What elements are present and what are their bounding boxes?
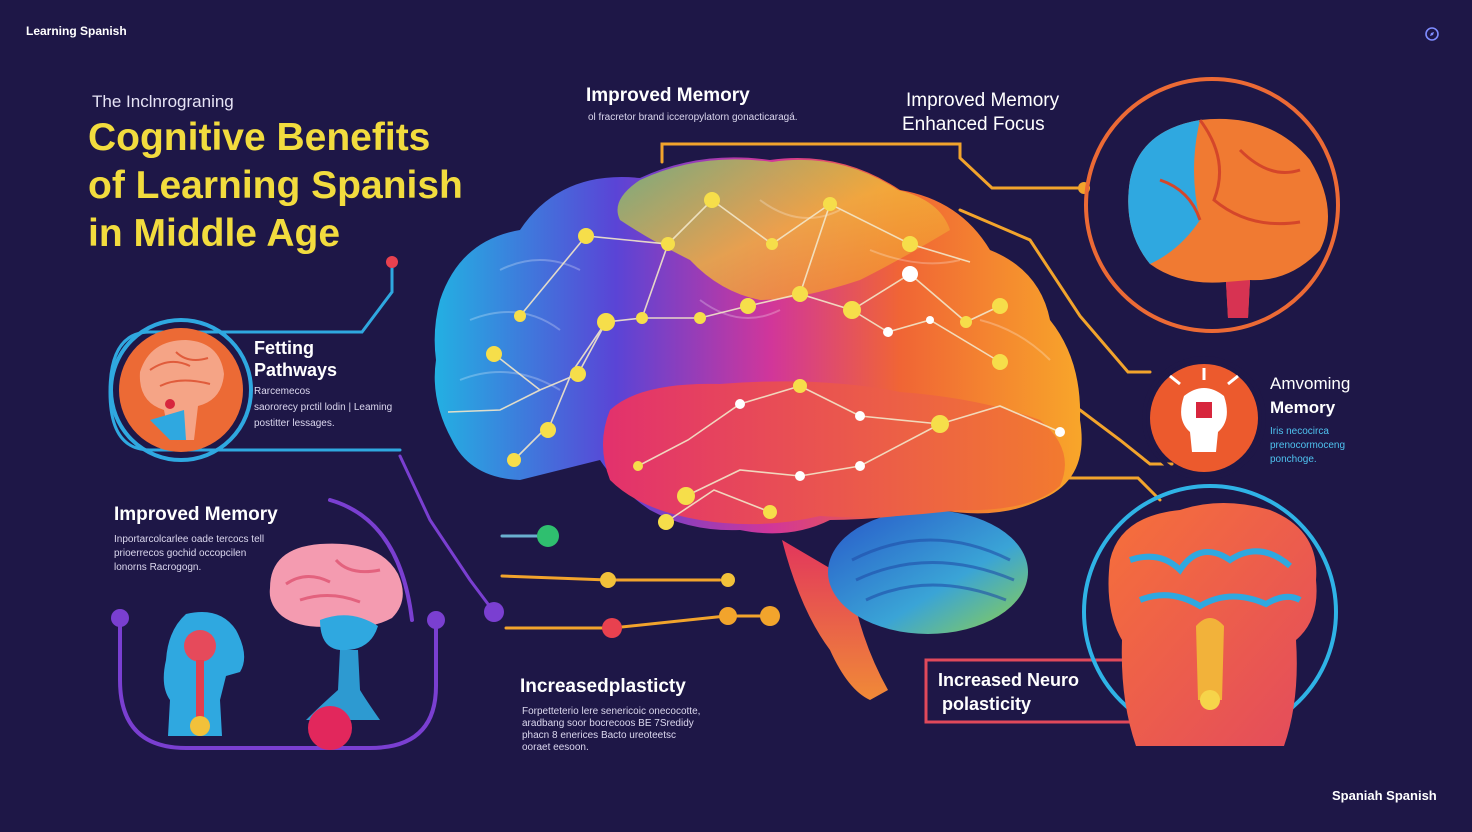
connector-purple-arc [118, 616, 438, 750]
callout-left-mid-text-1: Rarcemecos [254, 386, 311, 397]
head-brain-icon [109, 318, 253, 462]
connector-top-center [660, 142, 1086, 190]
connector-bottom-3 [504, 614, 772, 630]
callout-left-mid-text-3: postitter lessages. [254, 418, 335, 429]
callout-top-center-text: ol fracretor brand icceropylatorn gonact… [588, 112, 798, 123]
callout-left-mid-title-2: Pathways [254, 360, 338, 380]
callout-right-mid-text-2: prenocormoceng [1270, 440, 1346, 451]
callout-right-low-title-2: polasticity [942, 694, 1032, 714]
callout-top-right-title-2: Enhanced Focus [902, 114, 1045, 135]
callout-bottom-center-title: Increasedplasticty [520, 676, 686, 697]
callout-right-mid-text-3: ponchoge. [1270, 454, 1317, 465]
callout-bottom-center-text-4: ooraet eesoon. [522, 742, 589, 753]
callout-left-low-text-3: lonorns Racrogogn. [114, 562, 202, 573]
callout-right-mid-text-1: Iris necocirca [1270, 426, 1329, 437]
compass-icon[interactable] [1424, 26, 1440, 42]
lower-left-brain-icon [269, 543, 403, 720]
callout-top-right-title-1: Improved Memory [906, 90, 1060, 111]
main-title-line-3: in Middle Age [88, 212, 341, 255]
brand-label: Learning Spanish [26, 24, 127, 38]
callout-top-center-title: Improved Memory [586, 85, 750, 106]
connector-dots [111, 182, 1090, 638]
lightbulb-head-icon [1142, 356, 1266, 480]
callout-left-low-text-2: prioerrecos gochid occopcilen [114, 548, 247, 559]
brain-temporal-lobe [603, 381, 1065, 525]
connector-right-1 [958, 208, 1152, 374]
brain-side-icon [1084, 77, 1340, 333]
callout-left-low-title: Improved Memory [114, 504, 278, 525]
connector-purple-arc-2 [328, 498, 414, 622]
connector-left-low [398, 454, 496, 614]
callout-bottom-center-text-3: phacn 8 enerices Bacto ureoteetsc [522, 730, 676, 741]
central-brain-graphic [434, 157, 1082, 700]
main-title-line-1: Cognitive Benefits [88, 116, 431, 159]
main-title-line-2: of Learning Spanish [88, 164, 463, 207]
neural-nodes-white [735, 266, 1065, 481]
head-profile-icon [163, 612, 352, 750]
head-brain-large-icon [1082, 484, 1338, 746]
cerebellum [828, 510, 1028, 634]
footer-brand: Spaniah Spanish [1332, 788, 1437, 803]
callout-left-mid-title-1: Fetting [254, 338, 314, 358]
title-kicker: The Inclnrograning [92, 92, 234, 111]
neural-nodes [486, 192, 1008, 530]
callout-right-low-title-1: Increased Neuro [938, 670, 1080, 690]
connector-right-3 [1058, 476, 1162, 502]
callout-bottom-center-text-2: aradbang soor bocrecoos BE 7Sredidy [522, 718, 694, 729]
main-title: Cognitive Benefits of Learning Spanish i… [88, 114, 548, 258]
callout-right-mid-title-2: Memory [1270, 398, 1336, 417]
callout-right-mid-title-1: Amvoming [1270, 374, 1351, 393]
callout-left-mid-text-2: saororecy prctil lodin | Leaming [254, 402, 393, 413]
callout-bottom-center-text-1: Forpetteterio lere senericoic onecocotte… [522, 706, 701, 717]
callout-left-low-text-1: Inportarcolcarlee oade tercocs tell [114, 534, 265, 545]
brain-upper-lobe [617, 159, 950, 300]
brain-stem [782, 540, 888, 700]
